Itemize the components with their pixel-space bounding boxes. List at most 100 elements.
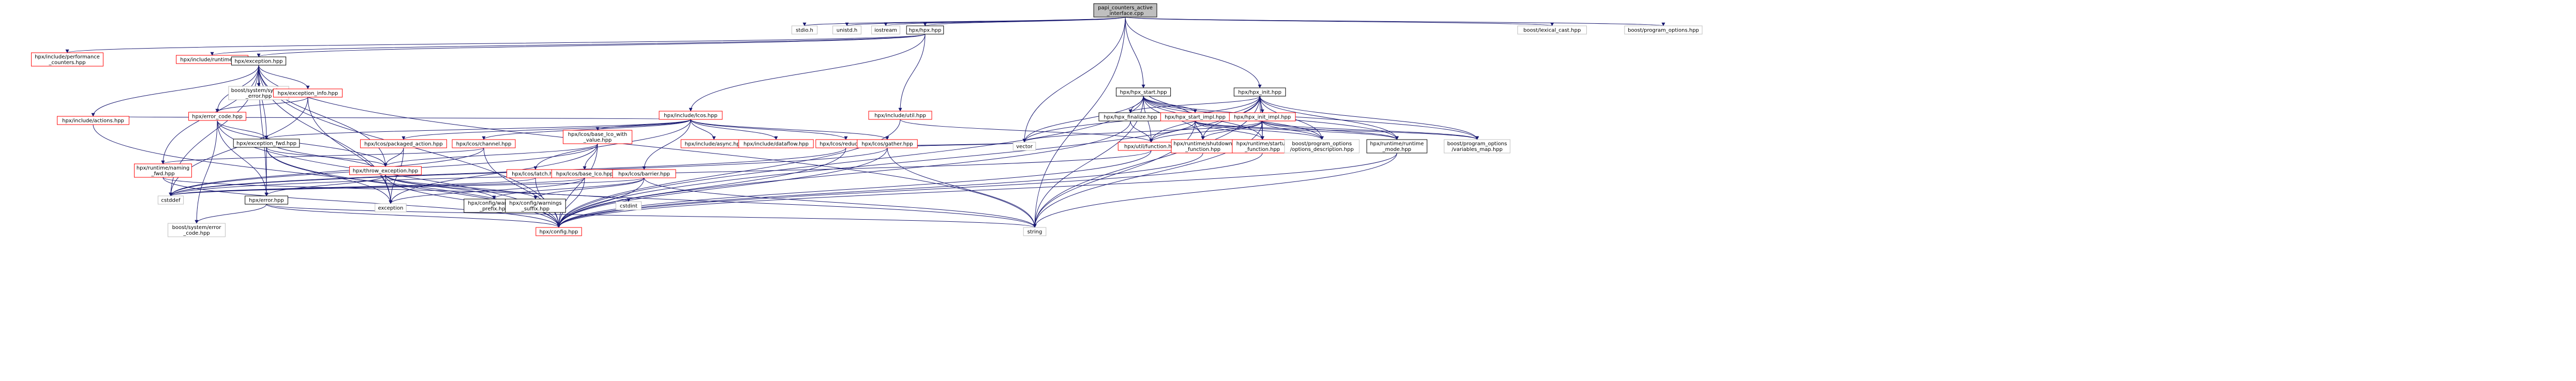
node-actions[interactable]: hpx/include/actions.hpp <box>57 116 129 125</box>
node-suffix[interactable]: hpx/config/warnings_suffix.hpp <box>505 199 566 213</box>
node-box <box>1229 112 1296 121</box>
node-label: hpx/include/performance <box>35 54 100 60</box>
node-label: hpx/runtime/startup <box>1237 141 1289 147</box>
edge-channel-to-warning <box>161 147 484 164</box>
node-box <box>1517 25 1587 35</box>
node-label: hpx/hpx_start.hpp <box>1120 90 1167 96</box>
node-label: boost/program_options.hpp <box>1628 28 1699 34</box>
node-box <box>871 25 900 35</box>
node-channel[interactable]: hpx/lcos/channel.hpp <box>452 139 516 148</box>
edge-finalize-to-config <box>557 120 1131 228</box>
node-label: _function.hpp <box>1244 147 1280 153</box>
node-throwexc[interactable]: hpx/throw_exception.hpp <box>349 166 422 175</box>
node-shutdown[interactable]: hpx/runtime/shutdown_function.hpp <box>1171 139 1235 154</box>
edge-lcos-to-gather <box>690 119 889 140</box>
node-box <box>659 111 723 120</box>
node-hpxstart[interactable]: hpx/hpx_start.hpp <box>1115 87 1171 97</box>
edge-hpx-to-lcos <box>689 34 926 112</box>
node-async[interactable]: hpx/include/async.hpp <box>680 139 748 148</box>
node-box <box>868 111 932 120</box>
edge-lcos-to-reduce <box>690 119 848 140</box>
node-box <box>1012 142 1036 151</box>
edge-hpx-to-util <box>898 34 926 112</box>
node-hpx[interactable]: hpx/hpx.hpp <box>906 25 944 35</box>
node-label: _mode.hpp <box>1382 147 1411 153</box>
node-label: hpx/exception.hpp <box>234 59 282 65</box>
edge-warning-to-config <box>162 177 561 228</box>
node-gather[interactable]: hpx/lcos/gather.hpp <box>857 139 918 148</box>
edge-packaged-to-exceptionstd <box>389 147 404 204</box>
node-label: hpx/include/dataflow.hpp <box>743 142 809 147</box>
node-initimpl[interactable]: hpx/hpx_init_impl.hpp <box>1229 112 1296 121</box>
node-errcode[interactable]: hpx/error_code.hpp <box>188 112 246 121</box>
node-config[interactable]: hpx/config.hpp <box>535 227 582 236</box>
edge-root-to-hpxinit <box>1125 17 1262 88</box>
node-label: iostream <box>874 28 897 34</box>
node-unistd: unistd.h <box>832 25 861 35</box>
node-label: hpx/lcos/packaged_action.hpp <box>364 142 443 147</box>
edge-root-to-string <box>1033 17 1126 228</box>
node-label: hpx/throw_exception.hpp <box>353 169 419 174</box>
node-box <box>1233 87 1286 97</box>
edge-rtmode-to-string <box>1033 153 1397 228</box>
node-startimpl[interactable]: hpx/hpx_start_impl.hpp <box>1160 112 1230 121</box>
node-lcos[interactable]: hpx/include/lcos.hpp <box>659 111 723 120</box>
node-dataflow[interactable]: hpx/include/dataflow.hpp <box>738 139 814 148</box>
node-iostream: iostream <box>871 25 900 35</box>
node-label: boost/system/error <box>172 225 222 231</box>
node-perf[interactable]: hpx/include/performance_counters.hpp <box>31 52 103 67</box>
node-label: hpx/config/warnings <box>509 201 561 206</box>
edge-lcos-to-async <box>690 119 716 140</box>
node-label: hpx/util/function.hpp <box>1124 144 1178 150</box>
edge-finalize-to-function <box>1130 120 1153 143</box>
edge-lcos-to-baselcoswv <box>595 119 691 131</box>
node-label: hpx/lcos/reduce.hpp <box>820 142 872 147</box>
node-label: _fwd.hpp <box>151 171 174 177</box>
node-rtmode[interactable]: hpx/runtime/runtime_mode.hpp <box>1366 139 1427 154</box>
node-box <box>31 52 103 67</box>
node-exceptionstd: exception <box>375 203 407 212</box>
edge-lcos-to-channel <box>482 119 691 140</box>
node-box <box>1284 139 1360 154</box>
edge-channel-to-cstddef <box>169 147 484 196</box>
node-label: boost/system/system <box>231 88 287 94</box>
edge-startupf-to-config <box>557 153 1263 228</box>
node-label: _counters.hpp <box>49 60 86 66</box>
edge-errcode-to-excfwd <box>217 120 269 140</box>
node-box <box>791 25 818 35</box>
node-util[interactable]: hpx/include/util.hpp <box>868 111 932 120</box>
node-box <box>1093 3 1157 18</box>
node-startupf[interactable]: hpx/runtime/startup_function.hpp <box>1232 139 1293 154</box>
node-label: cstdint <box>620 204 637 209</box>
node-label: boost/program_options <box>1292 141 1352 147</box>
node-root[interactable]: papi_counters_active_interface.cpp <box>1093 3 1157 18</box>
edge-initimpl-to-optdesc <box>1262 120 1324 140</box>
node-baselco[interactable]: hpx/lcos/base_lco.hpp <box>551 169 618 178</box>
node-exception[interactable]: hpx/exception.hpp <box>231 56 287 66</box>
node-excfwd[interactable]: hpx/exception_fwd.hpp <box>233 139 300 148</box>
edge-excfwd-to-config <box>266 147 561 228</box>
node-runtime[interactable]: hpx/include/runtime.hpp <box>176 55 248 64</box>
edge-shutdown-to-config <box>557 153 1203 228</box>
node-baselcoswv[interactable]: hpx/lcos/base_lco_with_value.hpp <box>562 130 633 144</box>
node-varmap: boost/program_options/variables_map.hpp <box>1443 139 1511 154</box>
edge-excinfo-to-errcode <box>215 97 308 113</box>
node-label: /options_description.hpp <box>1290 147 1353 153</box>
node-label: hpx/hpx.hpp <box>909 28 942 34</box>
node-errorhpp[interactable]: hpx/error.hpp <box>245 195 288 205</box>
node-finalize[interactable]: hpx/hpx_finalize.hpp <box>1098 112 1163 121</box>
node-box <box>233 139 300 148</box>
node-box <box>273 88 343 98</box>
node-box <box>157 195 184 205</box>
node-box <box>1115 87 1171 97</box>
edge-root-to-unistd <box>845 17 1126 26</box>
node-box <box>57 116 129 125</box>
node-packaged[interactable]: hpx/lcos/packaged_action.hpp <box>360 139 447 148</box>
node-barrier[interactable]: hpx/lcos/barrier.hpp <box>612 169 676 178</box>
node-label: hpx/config.hpp <box>540 230 578 235</box>
node-label: hpx/lcos/base_lco_with <box>568 132 627 138</box>
node-warning[interactable]: hpx/runtime/naming_fwd.hpp <box>134 163 192 178</box>
node-excinfo[interactable]: hpx/exception_info.hpp <box>273 88 343 98</box>
edge-baselcoswv-to-config <box>557 143 598 228</box>
node-hpxinit[interactable]: hpx/hpx_init.hpp <box>1233 87 1286 97</box>
